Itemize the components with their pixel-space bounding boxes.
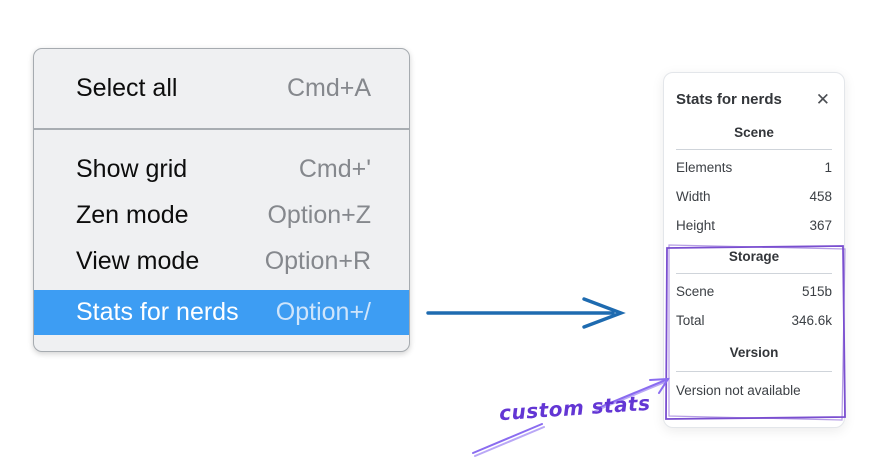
context-menu: Select all Cmd+A Show grid Cmd+' Zen mod… bbox=[33, 48, 410, 352]
storage-section-header: Storage bbox=[728, 249, 780, 264]
close-button[interactable]: ✕ bbox=[814, 91, 832, 108]
menu-item-show-grid[interactable]: Show grid Cmd+' bbox=[34, 146, 409, 192]
menu-item-shortcut: Cmd+A bbox=[286, 74, 371, 102]
scene-section-header: Scene bbox=[734, 125, 774, 140]
stat-label: Scene bbox=[676, 284, 715, 299]
menu-item-select-all[interactable]: Select all Cmd+A bbox=[34, 49, 409, 128]
stat-value: 515b bbox=[801, 284, 832, 299]
stat-value: 346.6k bbox=[791, 313, 832, 328]
close-icon: ✕ bbox=[815, 89, 830, 109]
stats-panel-title: Stats for nerds bbox=[676, 90, 782, 108]
stat-value: 367 bbox=[809, 218, 832, 233]
menu-section: Show grid Cmd+' Zen mode Option+Z View m… bbox=[34, 130, 409, 335]
version-note: Version not available bbox=[676, 383, 801, 398]
stats-panel-header: Stats for nerds ✕ bbox=[676, 87, 832, 111]
section-divider bbox=[676, 371, 832, 372]
stat-row-height: Height 367 bbox=[676, 211, 832, 240]
menu-item-stats-for-nerds[interactable]: Stats for nerds Option+/ bbox=[34, 290, 409, 335]
section-divider bbox=[676, 273, 832, 274]
menu-item-label: Show grid bbox=[76, 154, 188, 183]
menu-item-shortcut: Cmd+' bbox=[298, 154, 371, 183]
menu-item-shortcut: Option+R bbox=[264, 246, 371, 275]
stat-label: Width bbox=[676, 189, 711, 204]
stat-value: 458 bbox=[809, 189, 832, 204]
menu-item-label: View mode bbox=[76, 246, 200, 275]
stat-row-scene-storage: Scene 515b bbox=[676, 277, 832, 306]
menu-item-label: Select all bbox=[76, 74, 178, 102]
menu-item-view-mode[interactable]: View mode Option+R bbox=[34, 238, 409, 284]
stat-row-width: Width 458 bbox=[676, 182, 832, 211]
section-divider bbox=[676, 149, 832, 150]
stat-value: 1 bbox=[824, 160, 832, 175]
stat-label: Height bbox=[676, 218, 716, 233]
menu-item-zen-mode[interactable]: Zen mode Option+Z bbox=[34, 192, 409, 238]
flow-arrow-icon bbox=[426, 297, 626, 329]
stat-label: Total bbox=[676, 313, 705, 328]
stat-row-elements: Elements 1 bbox=[676, 153, 832, 182]
scene-section-rows: Elements 1 Width 458 Height 367 bbox=[676, 153, 832, 240]
stats-panel: Stats for nerds ✕ Scene Elements 1 Width… bbox=[663, 72, 845, 428]
storage-section-rows: Scene 515b Total 346.6k bbox=[676, 277, 832, 335]
version-section-header: Version bbox=[729, 345, 779, 360]
stat-label: Elements bbox=[676, 160, 733, 175]
menu-item-shortcut: Option+/ bbox=[275, 298, 371, 326]
annotation-label: custom stats bbox=[498, 390, 652, 426]
menu-item-shortcut: Option+Z bbox=[267, 200, 371, 229]
menu-item-label: Zen mode bbox=[76, 200, 189, 229]
stat-row-total-storage: Total 346.6k bbox=[676, 306, 832, 335]
menu-divider bbox=[34, 128, 409, 130]
menu-item-label: Stats for nerds bbox=[76, 298, 239, 326]
